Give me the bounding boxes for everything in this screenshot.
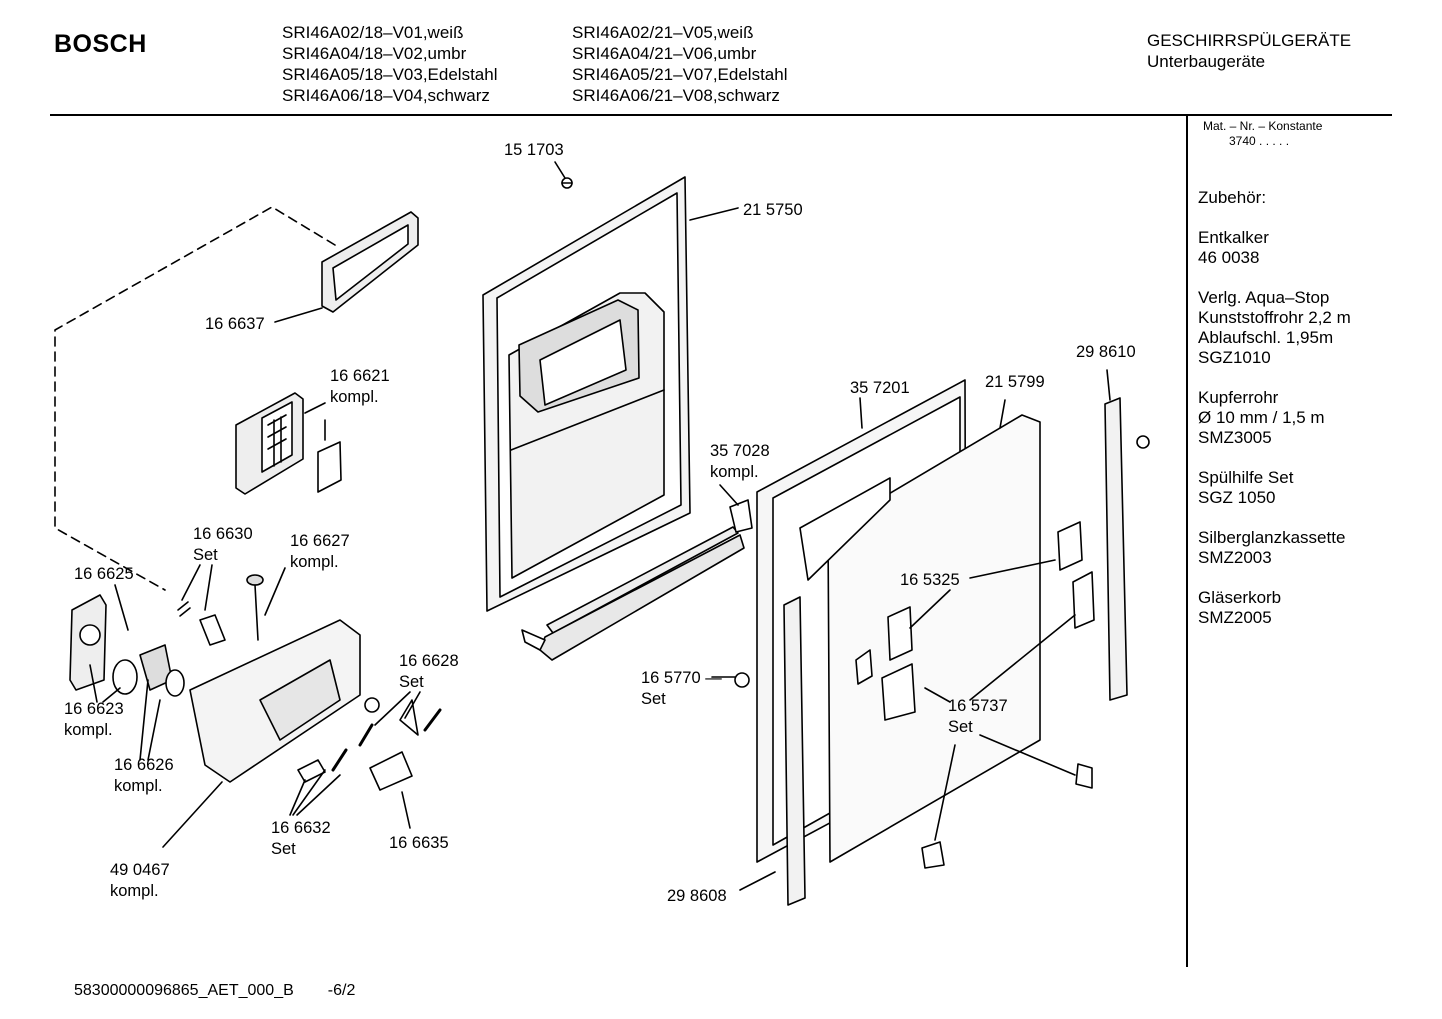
part-lid-166625 bbox=[69, 594, 107, 691]
accessory-line: Kupferrohr bbox=[1198, 388, 1279, 407]
document-id: 58300000096865_AET_000_B bbox=[74, 982, 294, 999]
part-springs-166630 bbox=[177, 601, 226, 646]
accessory-line: Kunststoffrohr 2,2 m bbox=[1198, 308, 1351, 327]
accessory-section: Zubehör: bbox=[1198, 188, 1351, 208]
accessory-line: SMZ3005 bbox=[1198, 428, 1272, 447]
label-166637: 16 6637 bbox=[205, 315, 265, 333]
model-item: SRI46A06/18–V04,schwarz bbox=[282, 86, 490, 105]
label-298608: 29 8608 bbox=[667, 887, 727, 905]
material-value: 3740 . . . . . bbox=[1229, 134, 1290, 148]
category-block: GESCHIRRSPÜLGERÄTE Unterbaugeräte bbox=[1147, 30, 1351, 72]
label-151703: 15 1703 bbox=[504, 141, 564, 159]
leader-lines bbox=[89, 161, 1111, 891]
label-357201: 35 7201 bbox=[850, 379, 910, 397]
model-list-right: SRI46A02/21–V05,weiß SRI46A04/21–V06,umb… bbox=[572, 22, 788, 106]
part-rail-298608 bbox=[783, 596, 806, 906]
part-clips-165325 bbox=[887, 521, 1083, 661]
accessory-line: SMZ2005 bbox=[1198, 608, 1272, 627]
model-item: SRI46A02/18–V01,weiß bbox=[282, 23, 464, 42]
header-divider bbox=[50, 114, 1392, 116]
accessory-line: Ø 10 mm / 1,5 m bbox=[1198, 408, 1325, 427]
assembly-dashed-line bbox=[54, 206, 336, 591]
part-seals-166623 bbox=[112, 644, 185, 697]
part-strip-357028 bbox=[521, 499, 753, 661]
part-screw-151703 bbox=[561, 177, 573, 189]
part-valve-166627 bbox=[246, 574, 264, 641]
part-rail-298610 bbox=[1104, 397, 1150, 701]
accessory-line: Zubehör: bbox=[1198, 188, 1267, 207]
part-inner-door-215750 bbox=[482, 176, 691, 612]
sidebar-divider bbox=[1186, 116, 1188, 967]
material-constant: Mat. – Nr. – Konstante 3740 . . . . . bbox=[1203, 119, 1322, 149]
part-frame-166637 bbox=[321, 211, 419, 313]
part-actuator-166635 bbox=[369, 751, 413, 791]
accessory-line: Verlg. Aqua–Stop bbox=[1198, 288, 1330, 307]
part-grille-166621 bbox=[235, 392, 342, 495]
accessory-line: Ablaufschl. 1,95m bbox=[1198, 328, 1334, 347]
model-item: SRI46A04/21–V06,umbr bbox=[572, 44, 757, 63]
part-cap-165770 bbox=[734, 672, 750, 688]
footer: 58300000096865_AET_000_B -6/2 bbox=[74, 982, 389, 1000]
part-dispenser-490467 bbox=[189, 619, 361, 783]
model-item: SRI46A05/18–V03,Edelstahl bbox=[282, 65, 498, 84]
label-215799: 21 5799 bbox=[985, 373, 1045, 391]
label-166635: 16 6635 bbox=[389, 834, 449, 852]
category-title: GESCHIRRSPÜLGERÄTE bbox=[1147, 31, 1352, 50]
category-subtitle: Unterbaugeräte bbox=[1147, 52, 1266, 71]
model-list-left: SRI46A02/18–V01,weiß SRI46A04/18–V02,umb… bbox=[282, 22, 498, 106]
accessory-line: SMZ2003 bbox=[1198, 548, 1272, 567]
label-166625: 16 6625 bbox=[74, 565, 134, 583]
model-item: SRI46A06/21–V08,schwarz bbox=[572, 86, 780, 105]
accessory-line: 46 0038 bbox=[1198, 248, 1260, 267]
page-number: -6/2 bbox=[327, 982, 356, 999]
part-clips-166632 bbox=[297, 748, 348, 783]
accessory-line: Silberglanzkassette bbox=[1198, 528, 1346, 547]
accessory-line: Gläserkorb bbox=[1198, 588, 1282, 607]
model-item: SRI46A05/21–V07,Edelstahl bbox=[572, 65, 788, 84]
accessory-line: Entkalker bbox=[1198, 228, 1269, 247]
part-brackets-165737 bbox=[881, 571, 1095, 869]
part-levers-166628 bbox=[358, 697, 442, 747]
label-215750: 21 5750 bbox=[743, 201, 803, 219]
label-298610: 29 8610 bbox=[1076, 343, 1136, 361]
part-outer-door-215799 bbox=[799, 414, 1041, 863]
accessory-line: Spülhilfe Set bbox=[1198, 468, 1294, 487]
brand-logo: BOSCH bbox=[54, 30, 147, 58]
label-165770: 16 5770 —Set bbox=[641, 669, 722, 708]
accessory-line: SGZ 1050 bbox=[1198, 488, 1276, 507]
model-item: SRI46A04/18–V02,umbr bbox=[282, 44, 467, 63]
accessory-line: SGZ1010 bbox=[1198, 348, 1271, 367]
label-165325: 16 5325 bbox=[900, 571, 960, 589]
model-item: SRI46A02/21–V05,weiß bbox=[572, 23, 754, 42]
material-label: Mat. – Nr. – Konstante bbox=[1203, 119, 1323, 133]
